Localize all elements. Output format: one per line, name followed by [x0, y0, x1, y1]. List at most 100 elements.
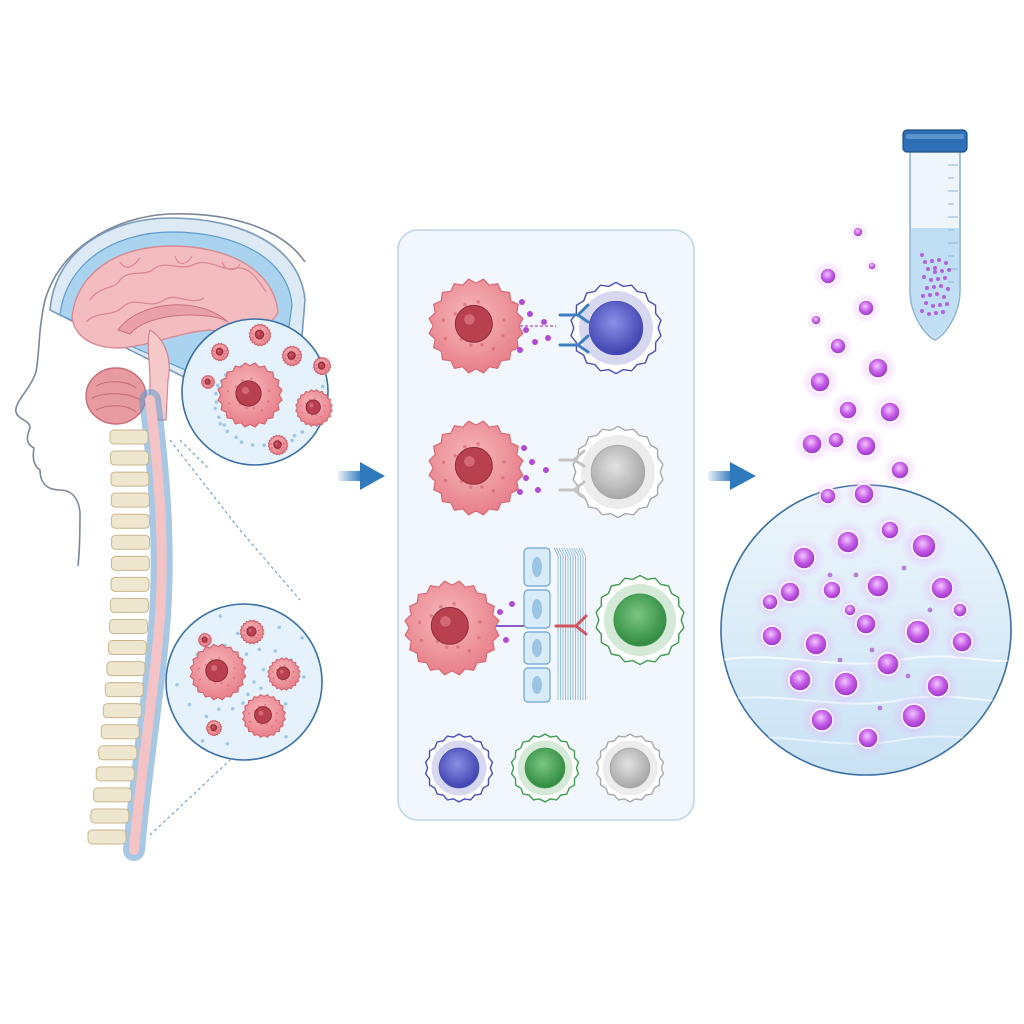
t-cell-icon [424, 733, 494, 803]
vertebra [104, 682, 144, 698]
vesicle [783, 537, 825, 579]
vertebra [110, 492, 150, 508]
vertebra [109, 618, 149, 634]
tumor-cell-icon [267, 657, 301, 691]
tumor-cell-icon [241, 693, 287, 739]
vesicle [943, 623, 981, 661]
vesicle [848, 222, 868, 242]
vertebra [87, 829, 127, 845]
arrow-right-icon [338, 462, 385, 490]
tumor-cell-icon [217, 362, 283, 428]
vesicle [859, 349, 897, 387]
arrow-right-icon [708, 462, 756, 490]
vesicle [812, 260, 844, 292]
tumor-cell-icon [210, 342, 230, 362]
tumor-cell-icon [404, 580, 500, 676]
vesicle [921, 567, 963, 609]
test-tube-icon [902, 129, 968, 341]
tumor-cell-icon [197, 632, 213, 648]
vesicle [806, 310, 826, 330]
vesicle [545, 335, 551, 341]
tumor-cell-icon [267, 434, 289, 456]
vertebra [111, 513, 151, 529]
vesicle [864, 258, 880, 274]
vesicle [527, 311, 533, 317]
tumor-cell-icon [239, 619, 265, 645]
vesicle [850, 292, 882, 324]
vesicle [532, 339, 538, 345]
vesicle [523, 327, 529, 333]
interaction-row-3 [404, 547, 685, 703]
vesicle [812, 480, 844, 512]
vertebra [110, 555, 150, 571]
tumor-cell-icon [428, 420, 524, 516]
tumor-cell-icon [205, 719, 223, 737]
tumor-cell-icon [200, 374, 216, 390]
tube-graduations [948, 164, 958, 283]
csf-zoom-bottom [165, 603, 323, 761]
t-cell-icon [595, 574, 685, 666]
tumor-cell-icon [281, 345, 303, 367]
zoom-line-mid [169, 439, 301, 601]
vesicle [529, 459, 535, 465]
vesicle [543, 467, 549, 473]
tumor-cell-icon [295, 389, 333, 427]
vesicle [517, 347, 523, 353]
vertebra [90, 808, 130, 824]
vertebra [110, 471, 150, 487]
interaction-row-1 [428, 278, 662, 375]
vesicle [917, 665, 959, 707]
tumor-cell-icon [428, 278, 524, 374]
vertebra [93, 787, 133, 803]
vertebra [106, 661, 146, 677]
vesicle [523, 475, 529, 481]
vesicle [895, 609, 941, 655]
vesicle [754, 586, 786, 618]
interaction-row-2 [428, 420, 664, 519]
vesicle [871, 393, 909, 431]
rising-vesicles [793, 222, 918, 513]
tumor-cell-icon [189, 643, 247, 701]
vesicle [753, 617, 791, 655]
vertebra [109, 597, 149, 613]
vesicle-pool [720, 484, 1012, 776]
vesicle [847, 427, 885, 465]
vesicle [882, 452, 918, 488]
immune-cell-row [424, 733, 665, 803]
vesicle [535, 487, 541, 493]
inactive-cell-icon [572, 425, 664, 519]
vesicle [827, 521, 869, 563]
vesicle [519, 299, 525, 305]
t-cell-icon [510, 733, 580, 803]
inactive-cell-icon [595, 733, 665, 803]
vesicle [779, 659, 821, 701]
tumor-cell-icon [312, 356, 332, 376]
vertebra [102, 703, 142, 719]
vesicle [793, 425, 831, 463]
vesicle [801, 699, 843, 741]
vesicle [822, 330, 854, 362]
vertebra [98, 745, 138, 761]
vesicle [857, 565, 899, 607]
vertebrae [87, 429, 151, 845]
head-profile [15, 213, 306, 567]
vesicle [849, 719, 887, 757]
interaction-panel [397, 229, 695, 821]
vertebra [100, 724, 140, 740]
vertebra [109, 429, 149, 445]
vesicle [946, 596, 974, 624]
vesicle [517, 489, 523, 495]
t-cell-icon [570, 281, 662, 375]
vesicle [891, 693, 937, 739]
vesicle [814, 572, 850, 608]
vesicle [503, 637, 509, 643]
vesicle [509, 601, 515, 607]
vertebra [109, 450, 149, 466]
vesicle [497, 609, 503, 615]
barrier-column [523, 547, 551, 703]
spine-icon [87, 389, 173, 861]
vesicle [823, 661, 869, 707]
csf-zoom-top [181, 318, 333, 466]
vesicle [795, 623, 837, 665]
